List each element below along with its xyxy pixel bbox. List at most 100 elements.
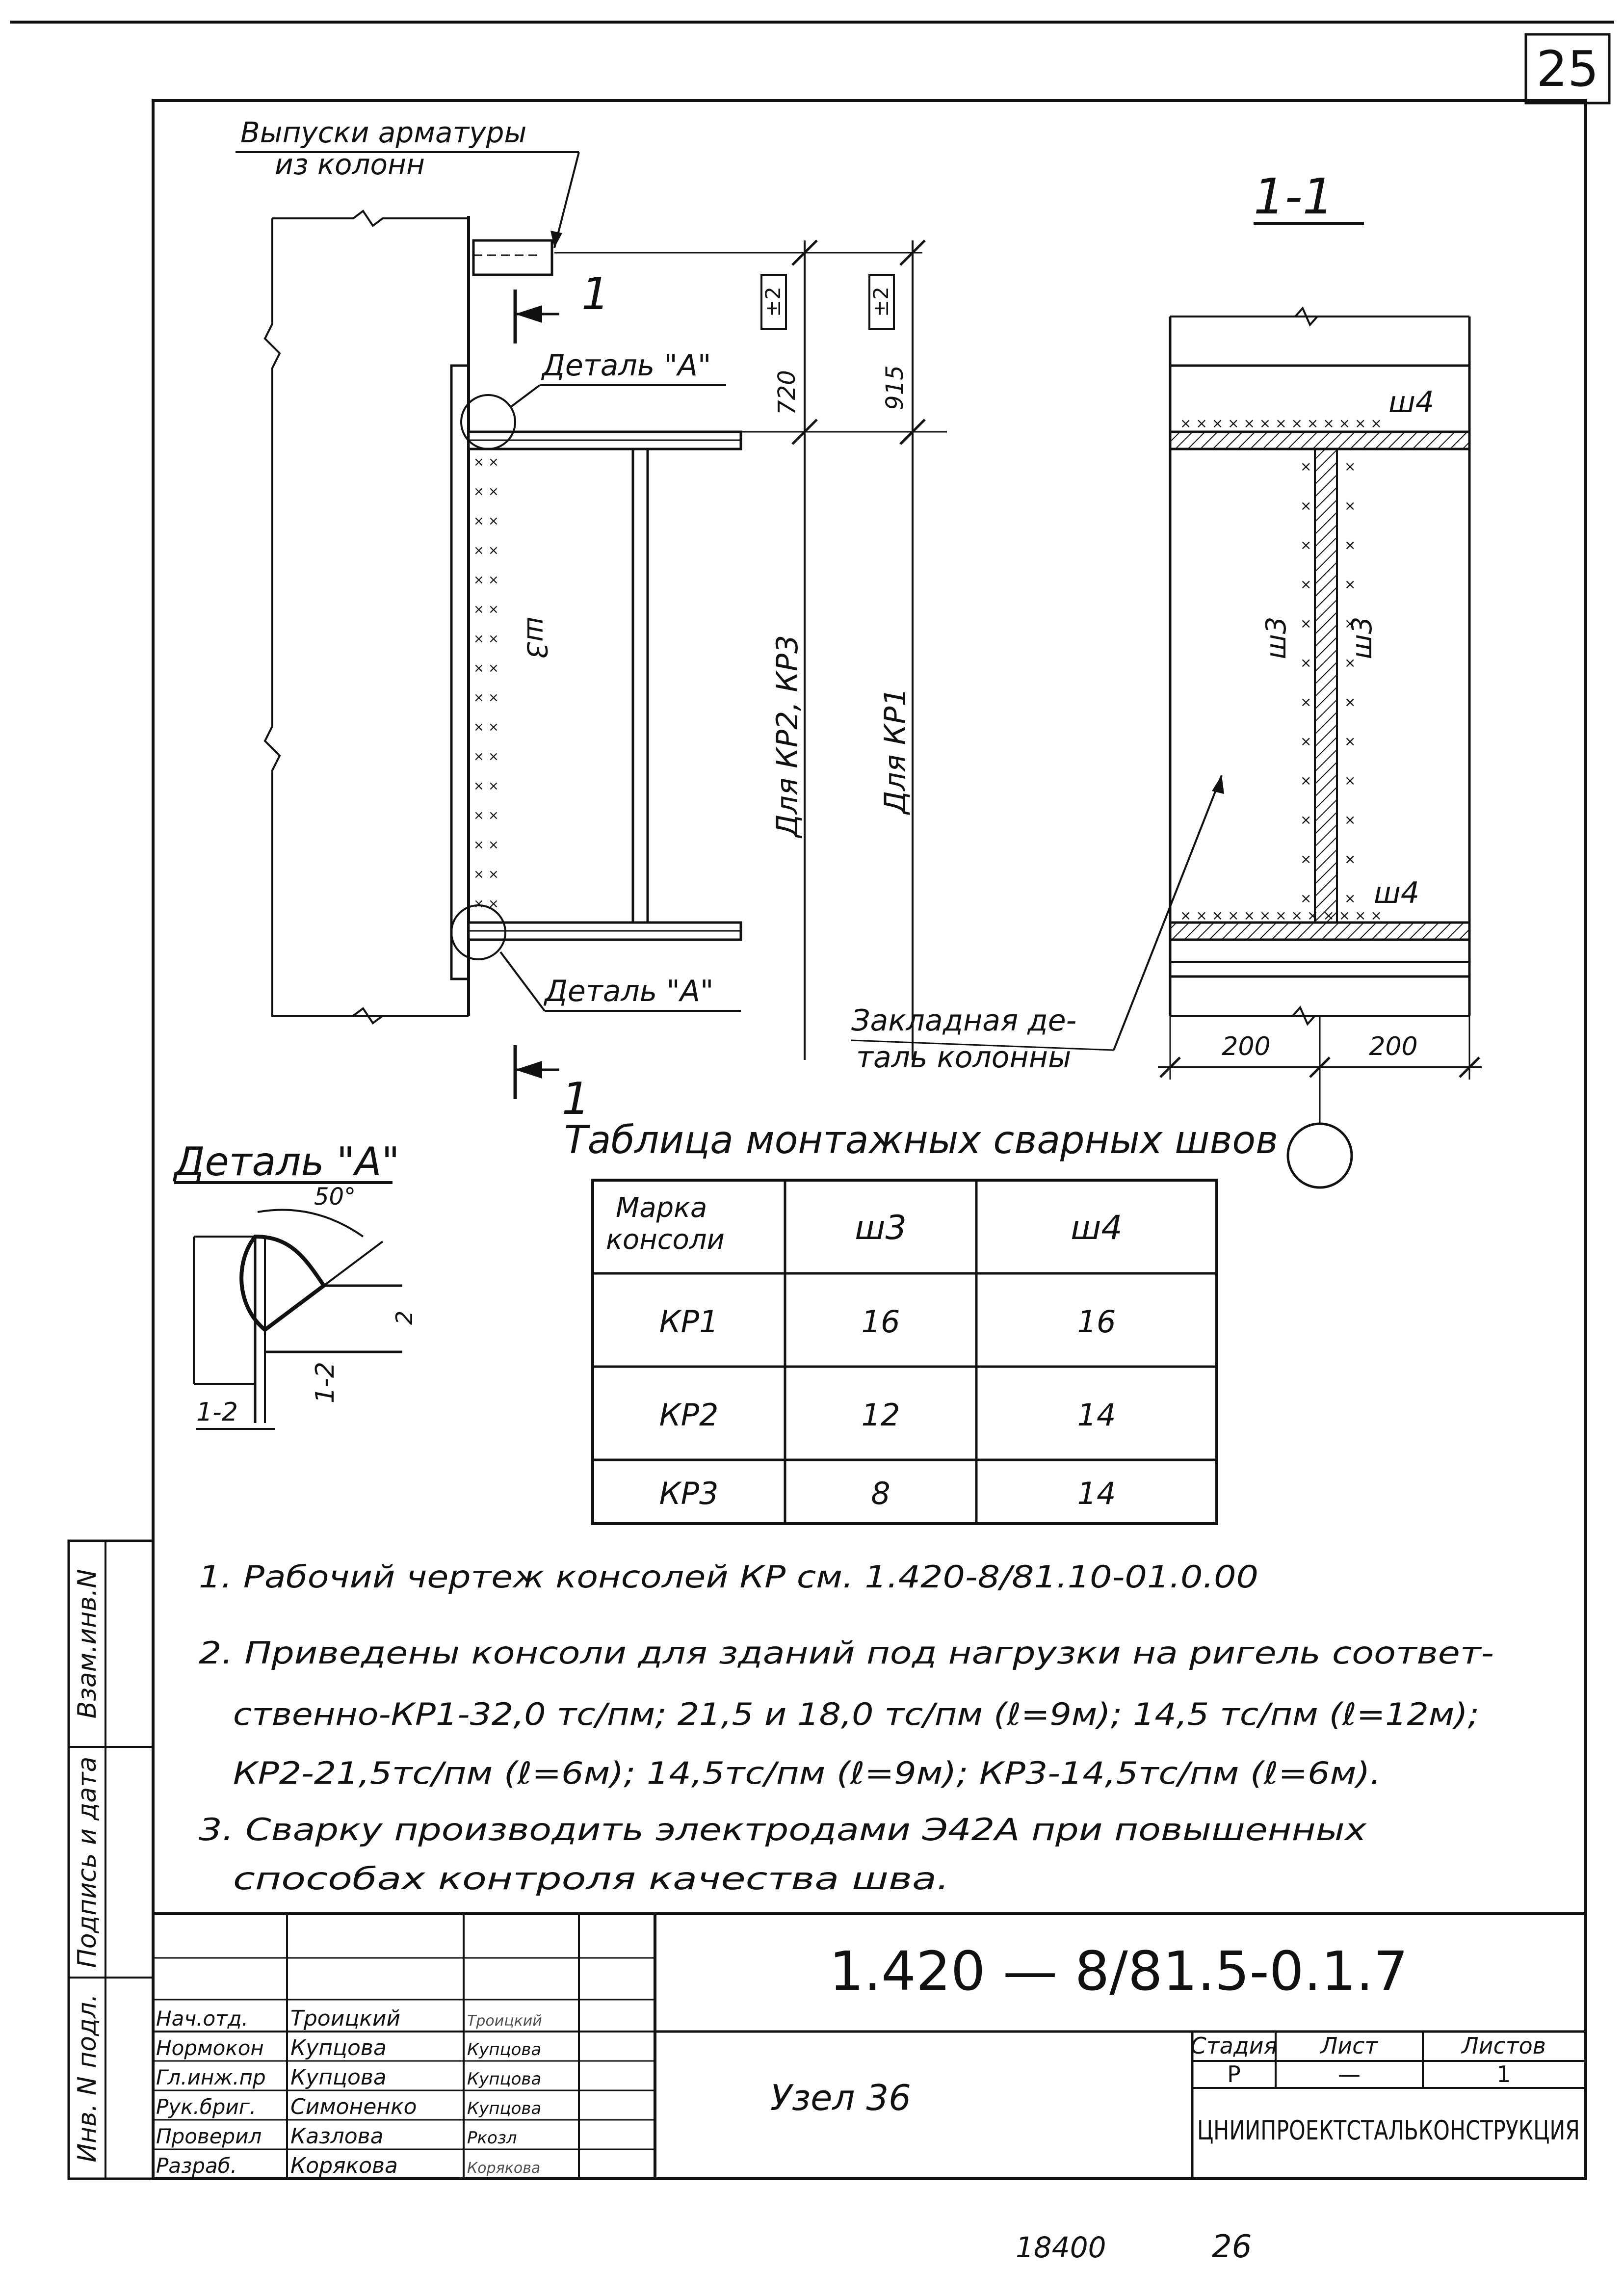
weld-marks-sh3-left: × ×× ×× × × ×× ×× × × ×× ×× × × ×× ×× × …	[473, 455, 499, 911]
table-cell-kr1-sh4: 16	[1077, 1304, 1116, 1340]
staff-sign-3: Купцова	[467, 2069, 541, 2089]
svg-text:×: ×	[1300, 576, 1311, 592]
detail-a-dim-b: 1-2	[311, 1362, 340, 1403]
section-arrow-top-label: 1	[581, 268, 609, 320]
organization-name: ЦНИИПРОЕКТСТАЛЬКОНСТРУКЦИЯ	[1197, 2115, 1580, 2146]
table-header-mark: Марка консоли	[606, 1192, 725, 1256]
sheet-frame: 25	[10, 21, 1614, 2180]
note-line-5: 3. Сварку производить электродами Э42А п…	[199, 1812, 1367, 1847]
staff-sign-2: Купцова	[467, 2040, 541, 2059]
sheet-value: —	[1338, 2061, 1361, 2087]
staff-role-5: Проверил	[156, 2124, 262, 2148]
staff-name-4: Симоненко	[290, 2094, 417, 2119]
weld-table-title: Таблица монтажных сварных швов	[564, 1118, 1278, 1162]
document-code: 1.420 — 8/81.5-0.1.7	[829, 1940, 1408, 2003]
staff-sign-6: Корякова	[467, 2160, 540, 2177]
side-stamp-sign-date: Подпись и дата	[73, 1757, 102, 1968]
section-title: 1-1	[1254, 168, 1334, 225]
weld-label-sh4-top: ш4	[1388, 385, 1434, 420]
svg-text:× ×: × ×	[473, 867, 499, 882]
svg-text:×: ×	[1344, 655, 1356, 671]
table-cell-kr2-mark: КР2	[659, 1397, 719, 1433]
staff-role-3: Гл.инж.пр	[156, 2065, 266, 2089]
svg-text:×: ×	[1300, 694, 1311, 710]
svg-text:×: ×	[1344, 615, 1356, 632]
stage-value: Р	[1227, 2061, 1241, 2087]
staff-name-6: Корякова	[290, 2153, 398, 2178]
svg-text:× ×: × ×	[473, 573, 499, 587]
detail-a-label-bottom: Деталь "А"	[543, 974, 714, 1008]
weld-label-sh3-left: ш3	[521, 617, 552, 660]
svg-text:× ×: × ×	[473, 602, 499, 617]
svg-text:×: ×	[1344, 576, 1356, 592]
dimension-915: 915	[881, 365, 909, 410]
svg-text:×: ×	[1344, 812, 1356, 828]
svg-text:× ×: × ×	[473, 661, 499, 676]
svg-text:× ×: × ×	[473, 897, 499, 911]
stage-header: Стадия	[1191, 2032, 1277, 2059]
detail-a-dim-c: 2	[391, 1311, 418, 1325]
node-name: Узел 36	[770, 2077, 911, 2118]
svg-text:× × × × × × × × × ×: × × × × × × × × × × × × ×	[1180, 415, 1382, 431]
svg-text:× ×: × ×	[473, 838, 499, 852]
svg-text:× ×: × ×	[473, 514, 499, 528]
svg-text:×: ×	[1300, 615, 1311, 632]
table-cell-kr3-sh3: 8	[871, 1476, 890, 1511]
svg-text:×: ×	[1300, 537, 1311, 553]
svg-text:× ×: × ×	[473, 484, 499, 499]
table-header-sh3: ш3	[855, 1209, 907, 1247]
staff-name-2: Купцова	[290, 2035, 387, 2060]
svg-text:×: ×	[1344, 537, 1356, 553]
svg-text:× ×: × ×	[473, 749, 499, 764]
elevation-view: Выпуски арматуры из колонн × ×× ×× × × ×…	[236, 116, 947, 1125]
svg-text:× × × × × × × × × ×: × × × × × × × × × × × × ×	[1180, 907, 1382, 924]
footer-page: 26	[1212, 2229, 1252, 2265]
svg-text:×: ×	[1300, 655, 1311, 671]
rebar-outlets-label-1: Выпуски арматуры	[240, 116, 526, 149]
svg-text:×: ×	[1344, 458, 1356, 475]
side-stamp-inv-podl: Инв. N подл.	[73, 1994, 102, 2163]
svg-text:×: ×	[1344, 498, 1356, 514]
sheets-header: Листов	[1461, 2032, 1546, 2059]
svg-text:×: ×	[1300, 812, 1311, 828]
weld-marks-section: × × × × × × × × × × × × × × × × × × × × …	[1180, 415, 1382, 924]
svg-text:×: ×	[1344, 772, 1356, 789]
label-for-kr2-kr3: Для КР2, КР3	[770, 635, 805, 839]
svg-text:×: ×	[1344, 890, 1356, 906]
svg-text:×: ×	[1344, 851, 1356, 867]
dimension-200-left: 200	[1222, 1032, 1270, 1061]
note-line-4: КР2-21,5тс/пм (ℓ=6м); 14,5тс/пм (ℓ=9м); …	[233, 1755, 1381, 1791]
weld-label-sh3-section-a: ш3	[1260, 617, 1292, 660]
svg-text:×: ×	[1300, 772, 1311, 789]
staff-role-2: Нормокон	[156, 2036, 264, 2060]
staff-role-6: Разраб.	[156, 2154, 237, 2178]
table-cell-kr2-sh4: 14	[1077, 1397, 1116, 1433]
page-number: 25	[1536, 40, 1598, 98]
svg-text:×: ×	[1300, 498, 1311, 514]
svg-text:×: ×	[1300, 890, 1311, 906]
svg-text:×: ×	[1300, 851, 1311, 867]
weld-table: Таблица монтажных сварных швов Марка кон…	[564, 1118, 1278, 1525]
svg-text:×: ×	[1344, 733, 1356, 749]
svg-text:× ×: × ×	[473, 632, 499, 646]
embedded-part-label-2: таль колонны	[856, 1040, 1071, 1075]
svg-text:× ×: × ×	[473, 779, 499, 793]
dimension-720: 720	[773, 370, 801, 415]
detail-a: Деталь "А" 50° 2 1-2 1-2	[173, 1139, 418, 1430]
detail-a-label-top: Деталь "А"	[541, 348, 711, 383]
staff-name-3: Купцова	[290, 2065, 387, 2090]
table-cell-kr2-sh3: 12	[862, 1397, 900, 1433]
svg-text:×: ×	[1300, 733, 1311, 749]
staff-sign-4: Купцова	[467, 2099, 541, 2118]
archive-number: 18400	[1016, 2231, 1106, 2264]
staff-sign-1: Троицкий	[467, 2012, 542, 2030]
side-stamp-vzam-inv: Взам.инв.N	[73, 1569, 102, 1719]
svg-text:× ×: × ×	[473, 720, 499, 735]
table-cell-kr3-mark: КР3	[659, 1476, 719, 1511]
sheet-header: Лист	[1320, 2032, 1379, 2059]
notes: 1. Рабочий чертеж консолей КР см. 1.420-…	[199, 1559, 1494, 1897]
note-line-1: 1. Рабочий чертеж консолей КР см. 1.420-…	[199, 1559, 1258, 1595]
label-for-kr1: Для КР1	[878, 687, 913, 815]
weld-label-sh4-bottom: ш4	[1374, 876, 1419, 910]
